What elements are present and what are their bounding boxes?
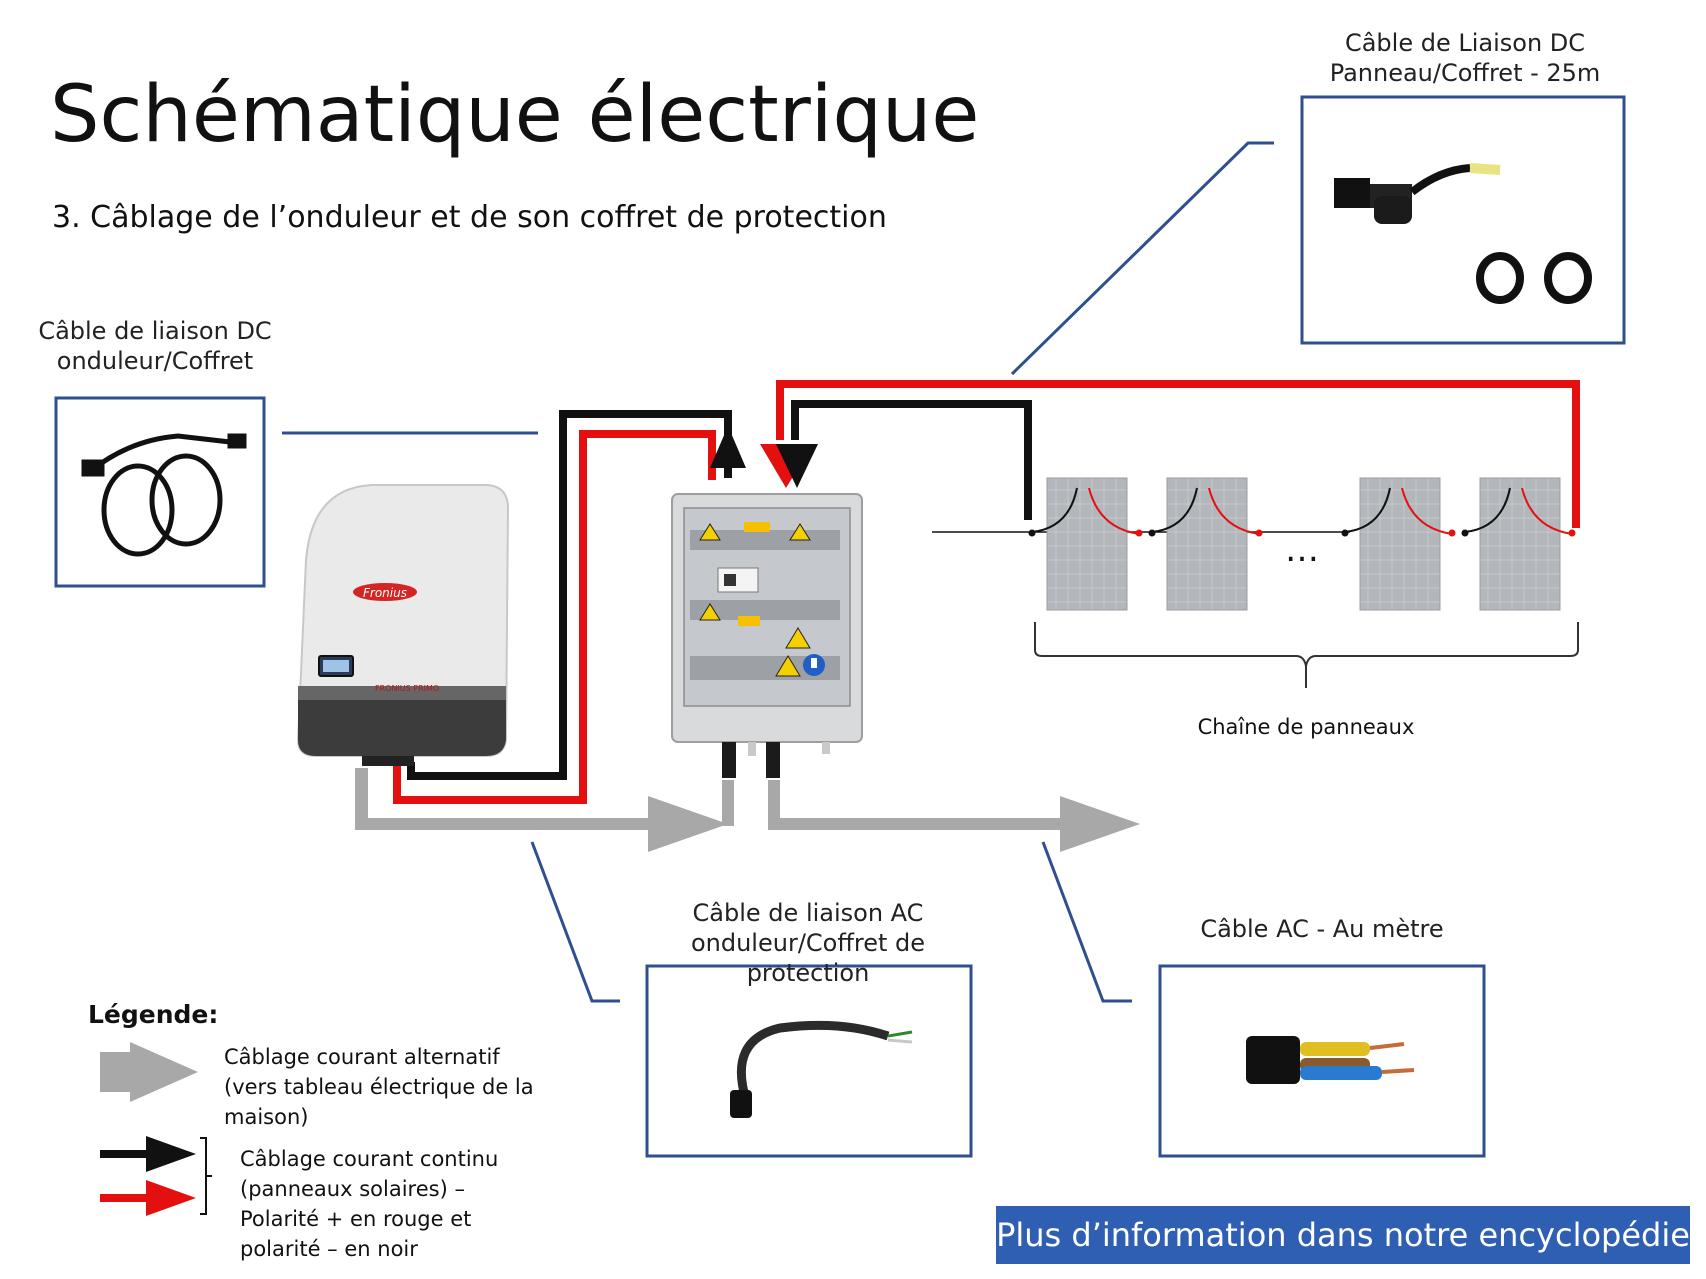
solar-panel [1479, 477, 1561, 611]
panel-connector [1568, 529, 1576, 537]
label-ac-cable: Câble AC - Au mètre [1200, 915, 1444, 943]
ac-cable-illustration [1246, 1036, 1415, 1084]
ac-inverter-cable-illustration [730, 1020, 913, 1118]
page-subtitle: 3. Câblage de l’onduleur et de son coffr… [52, 200, 887, 235]
panel-negative-lead [1031, 487, 1078, 533]
panel-connector [1028, 529, 1036, 537]
ac-wiring [355, 768, 1140, 852]
dc-inverter-cable-illustration [81, 433, 247, 557]
dc-incoming-arrow [776, 444, 818, 488]
inverter: Fronius FRONIUS PRIMO [296, 484, 510, 766]
encyclopedia-link[interactable]: Plus d’information dans notre encyclopéd… [996, 1206, 1690, 1264]
legend-title: Légende: [88, 1000, 219, 1029]
inverter-brand: Fronius [363, 586, 407, 600]
panel-connector [1341, 529, 1349, 537]
ac-inverter-cable-frame [645, 964, 973, 1158]
panel-ellipsis: … [1285, 530, 1323, 570]
panel-positive-lead [1401, 487, 1453, 535]
protection-box [671, 493, 863, 778]
dc-panel-cable-illustration [1334, 163, 1592, 304]
dc-negative-arrow [710, 426, 746, 468]
solar-panel [1359, 477, 1441, 611]
legend-dc-arrows [100, 1136, 212, 1216]
panel-positive-lead [1088, 487, 1140, 535]
panel-connector [1148, 529, 1156, 537]
dc-inverter-cable-frame [54, 396, 266, 588]
solar-panel [1166, 477, 1248, 611]
dc-negative-wiring [407, 400, 1032, 780]
panel-connector [1461, 529, 1469, 537]
panel-string-brace [1034, 622, 1579, 688]
panel-negative-lead [1344, 487, 1391, 533]
legend-dc-text: Câblage courant continu (panneaux solair… [240, 1147, 499, 1261]
label-dc-inverter-cable: Câble de liaison DC onduleur/Coffret [38, 317, 272, 375]
solar-panel [1046, 477, 1128, 611]
dc-positive-wiring [393, 380, 1580, 804]
legend-ac-arrow [100, 1042, 198, 1102]
inverter-model: FRONIUS PRIMO [375, 684, 439, 693]
panel-negative-lead [1151, 487, 1198, 533]
label-panel-string: Chaîne de panneaux [1197, 715, 1415, 739]
panel-positive-lead [1208, 487, 1260, 535]
page-title: Schématique électrique [50, 70, 980, 160]
panel-connector [1255, 529, 1263, 537]
label-ac-inverter-cable: Câble de liaison AC onduleur/Coffret de … [690, 899, 926, 987]
panel-negative-lead [1464, 487, 1511, 533]
legend-ac-text: Câblage courant alternatif (vers tableau… [224, 1045, 534, 1129]
label-dc-panel-cable: Câble de Liaison DC Panneau/Coffret - 25… [1329, 29, 1601, 87]
dc-panel-cable-frame [1300, 95, 1626, 345]
ac-cable-frame [1158, 964, 1486, 1158]
panel-connector [1448, 529, 1456, 537]
callout-lines [282, 141, 1274, 1003]
solar-panels [1028, 477, 1576, 611]
panel-connector [1135, 529, 1143, 537]
panel-positive-lead [1521, 487, 1573, 535]
